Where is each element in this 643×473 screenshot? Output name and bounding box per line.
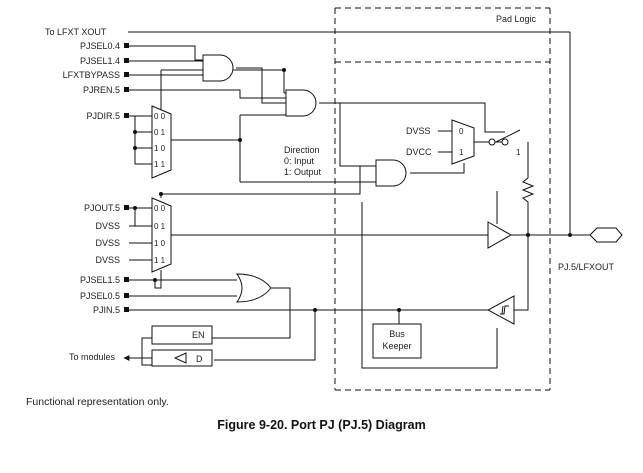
- pin-label: PJ.5/LFXOUT: [558, 262, 615, 272]
- port-pj5-diagram: Pad Logic To LFXT XOUT PJSEL0.4 PJSEL1.4…: [45, 7, 623, 391]
- label-dvss-1: DVSS: [95, 221, 120, 231]
- pad-dvcc-label: DVCC: [406, 147, 432, 157]
- output-mux: 0 0 0 1 1 0 1 1: [151, 197, 172, 273]
- pad-mux-in0: 0: [459, 127, 464, 136]
- label-dvss-3: DVSS: [95, 255, 120, 265]
- latch-d-label: D: [196, 354, 203, 364]
- mux2-in-10: 1 0: [154, 239, 166, 248]
- label-lfxtbypass: LFXTBYPASS: [63, 70, 120, 80]
- mux2-in-11: 1 1: [154, 256, 166, 265]
- bus-keeper-line1: Bus: [389, 329, 405, 339]
- and-gate-3: [375, 159, 407, 187]
- label-pjsel0-4: PJSEL0.4: [80, 41, 120, 51]
- mux1-in-01: 0 1: [154, 128, 166, 137]
- or-gate: [236, 273, 272, 303]
- label-pjdir-5: PJDIR.5: [86, 111, 120, 121]
- direction-mux: 0 0 0 1 1 0 1 1: [151, 105, 172, 179]
- output-buffer: [487, 221, 513, 249]
- figure-caption: Figure 9-20. Port PJ (PJ.5) Diagram: [217, 418, 426, 432]
- bus-keeper: Bus Keeper: [372, 323, 422, 359]
- label-pjsel1-5: PJSEL1.5: [80, 275, 120, 285]
- label-pjsel1-4: PJSEL1.4: [80, 56, 120, 66]
- direction-legend: Direction 0: Input 1: Output: [284, 145, 322, 177]
- input-terminals: [124, 43, 129, 312]
- pin-connector: PJ.5/LFXOUT: [558, 227, 623, 272]
- label-to-modules: To modules: [69, 352, 116, 362]
- functional-note: Functional representation only.: [26, 396, 169, 408]
- bus-keeper-line2: Keeper: [382, 341, 411, 351]
- pad-supply-mux: DVSS DVCC 0 1: [406, 119, 475, 165]
- direction-line1: Direction: [284, 145, 320, 155]
- signal-labels: To LFXT XOUT PJSEL0.4 PJSEL1.4 LFXTBYPAS…: [45, 27, 120, 362]
- pad-logic-title: Pad Logic: [496, 14, 537, 24]
- mux1-in-10: 1 0: [154, 144, 166, 153]
- junction-dots: [133, 68, 572, 312]
- and-gate-2: [285, 89, 317, 117]
- label-dvss-2: DVSS: [95, 238, 120, 248]
- latch-en-label: EN: [192, 330, 205, 340]
- and-gate-1: [202, 54, 234, 82]
- label-pjin-5: PJIN.5: [93, 305, 120, 315]
- switch-1-label: 1: [516, 148, 521, 157]
- direction-line3: 1: Output: [284, 167, 322, 177]
- mux2-in-00: 0 0: [154, 204, 166, 213]
- input-latch: EN D: [123, 325, 213, 367]
- mux1-in-00: 0 0: [154, 112, 166, 121]
- label-pjren-5: PJREN.5: [83, 85, 120, 95]
- pad-logic-boundary: [334, 7, 551, 391]
- label-pjout-5: PJOUT.5: [84, 203, 120, 213]
- mux1-in-11: 1 1: [154, 160, 166, 169]
- pull-switch: 1: [488, 138, 521, 157]
- pad-dvss-label: DVSS: [406, 126, 431, 136]
- pad-mux-in1: 1: [459, 148, 464, 157]
- mux2-in-01: 0 1: [154, 222, 166, 231]
- label-pjsel0-5: PJSEL0.5: [80, 291, 120, 301]
- label-to-lfxt-xout: To LFXT XOUT: [45, 27, 107, 37]
- input-buffer: [486, 295, 515, 325]
- direction-line2: 0: Input: [284, 156, 315, 166]
- wires: [128, 31, 590, 369]
